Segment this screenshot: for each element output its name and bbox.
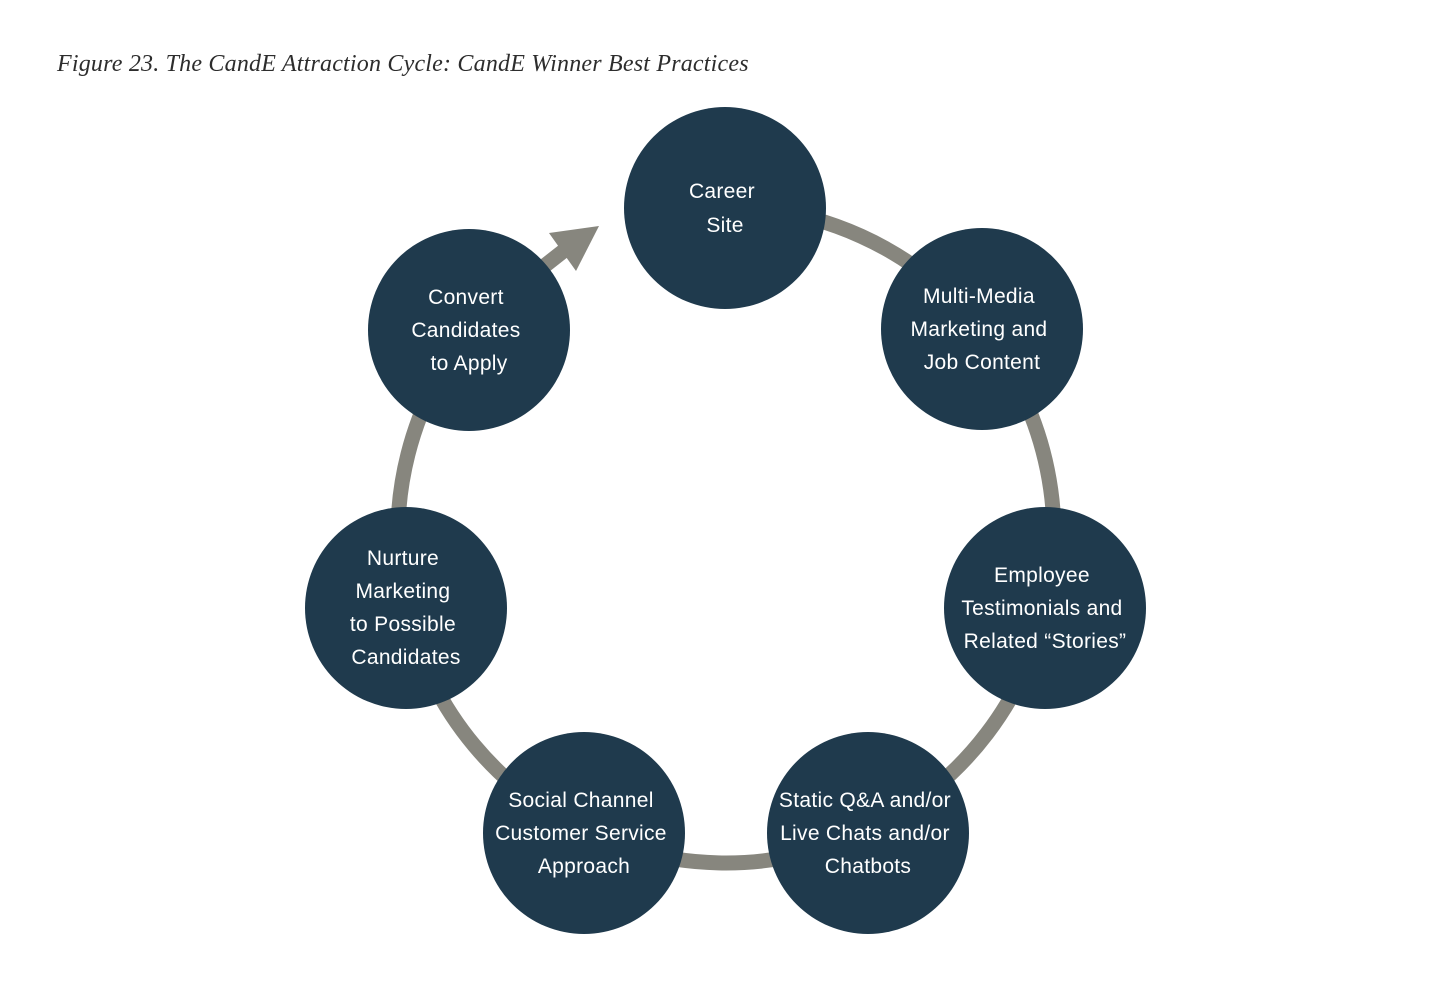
- cycle-node-convert-candidates: Convert Candidates to Apply: [368, 229, 570, 431]
- node-label: Multi-Media Marketing and Job Content: [910, 285, 1053, 374]
- node-circle: [483, 732, 685, 934]
- node-label-line: Static Q&A and/or: [779, 789, 951, 812]
- node-label-line: Convert: [428, 286, 504, 309]
- node-label-line: Job Content: [924, 351, 1041, 374]
- cycle-node-multi-media-marketing: Multi-Media Marketing and Job Content: [881, 228, 1083, 430]
- node-label-line: to Possible: [350, 613, 456, 636]
- node-label: Nurture Marketing to Possible Candidates: [350, 547, 462, 669]
- node-label: Employee Testimonials and Related “Stori…: [961, 564, 1128, 653]
- cycle-node-social-channel-customer-service: Social Channel Customer Service Approach: [483, 732, 685, 934]
- node-label-line: Testimonials and: [961, 597, 1122, 620]
- node-label-line: Marketing: [355, 580, 450, 603]
- node-label-line: to Apply: [430, 352, 507, 375]
- node-circle: [881, 228, 1083, 430]
- node-label: Social Channel Customer Service Approach: [495, 789, 673, 878]
- node-label-line: Chatbots: [825, 855, 911, 878]
- node-circle: [944, 507, 1146, 709]
- node-label-line: Candidates: [411, 319, 520, 342]
- node-label: Convert Candidates to Apply: [411, 286, 526, 375]
- node-circle: [624, 107, 826, 309]
- node-circle: [305, 507, 507, 709]
- node-label-line: Nurture: [367, 547, 439, 570]
- node-label-line: Employee: [994, 564, 1090, 587]
- node-label-line: Related “Stories”: [964, 630, 1127, 653]
- node-label-line: Marketing and: [910, 318, 1047, 341]
- cycle-node-career-site: Career Site: [624, 107, 826, 309]
- node-label-line: Site: [706, 214, 743, 237]
- node-label-line: Multi-Media: [923, 285, 1035, 308]
- cycle-node-employee-testimonials: Employee Testimonials and Related “Stori…: [944, 507, 1146, 709]
- cycle-node-nurture-marketing: Nurture Marketing to Possible Candidates: [305, 507, 507, 709]
- arrow-head: [549, 226, 599, 271]
- node-label-line: Candidates: [351, 646, 460, 669]
- node-circle: [767, 732, 969, 934]
- node-circle: [368, 229, 570, 431]
- node-label: Static Q&A and/or Live Chats and/or Chat…: [779, 789, 957, 878]
- node-label-line: Live Chats and/or: [780, 822, 950, 845]
- node-label: Career Site: [689, 180, 761, 237]
- node-label-line: Customer Service: [495, 822, 667, 845]
- cycle-node-static-qa-live-chats-chatbots: Static Q&A and/or Live Chats and/or Chat…: [767, 732, 969, 934]
- node-label-line: Approach: [538, 855, 630, 878]
- figure-title: Figure 23. The CandE Attraction Cycle: C…: [57, 51, 749, 77]
- node-label-line: Social Channel: [508, 789, 653, 812]
- node-label-line: Career: [689, 180, 755, 203]
